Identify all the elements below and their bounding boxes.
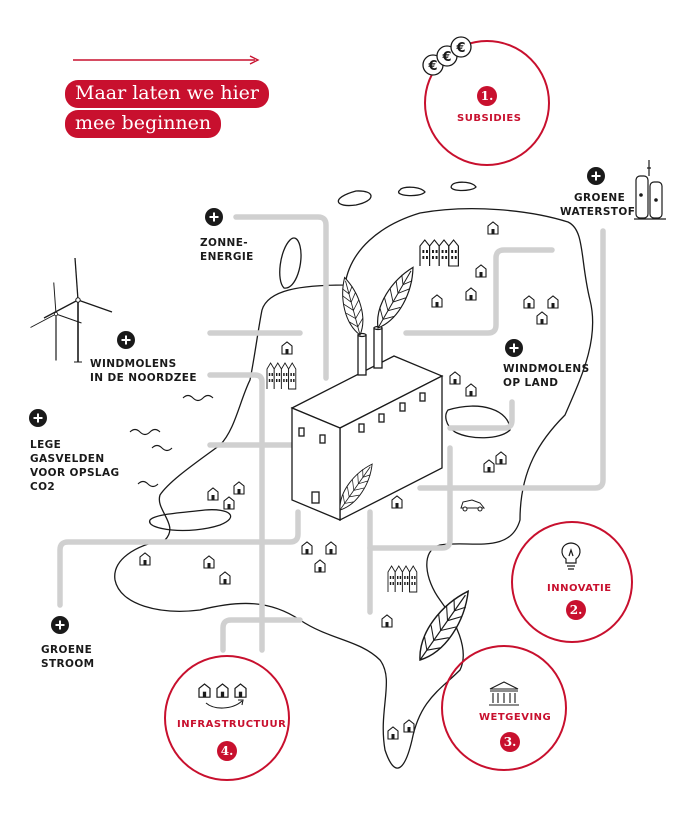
theme-circles (164, 40, 633, 781)
groene-waterstof-label: GROENE WATERSTOF (560, 192, 636, 218)
zonne-energie-label: ZONNE- ENERGIE (200, 237, 254, 263)
wind-turbines (29, 257, 113, 363)
intro-line-2: mee beginnen (65, 110, 222, 138)
svg-text:€: € (455, 41, 465, 56)
government-building-icon (489, 681, 519, 706)
svg-text:€: € (441, 50, 451, 65)
intro-arrow (73, 55, 260, 65)
lightbulb-icon (561, 542, 581, 570)
pipelines (57, 214, 606, 653)
innovatie-label: INNOVATIE (547, 583, 612, 594)
car (460, 499, 486, 512)
windmolens-op-land-label: WINDMOLENS OP LAND (503, 363, 590, 389)
groene-stroom-label: GROENE STROOM (41, 644, 95, 670)
lege-gasvelden-label: LEGE GASVELDEN VOOR OPSLAG CO2 (30, 439, 120, 493)
intro-line-1: Maar laten we hier (65, 80, 269, 108)
subsidies-number: 1. (477, 86, 497, 106)
country-outline (114, 181, 594, 769)
wetgeving-label: WETGEVING (479, 712, 552, 723)
houses-icon (198, 683, 247, 709)
infrastructuur-label: INFRASTRUCTUUR (177, 719, 287, 730)
windmolens-noordzee-label: WINDMOLENS IN DE NOORDZEE (90, 358, 197, 384)
sea-waves (129, 394, 214, 488)
euro-icon: € € € (422, 36, 472, 76)
factory (290, 325, 444, 522)
innovatie-number: 2. (566, 600, 586, 620)
hydrogen-tanks (634, 160, 666, 220)
wetgeving-number: 3. (500, 732, 520, 752)
infrastructuur-number: 4. (217, 741, 237, 761)
svg-text:€: € (427, 59, 437, 74)
subsidies-label: SUBSIDIES (457, 113, 522, 124)
